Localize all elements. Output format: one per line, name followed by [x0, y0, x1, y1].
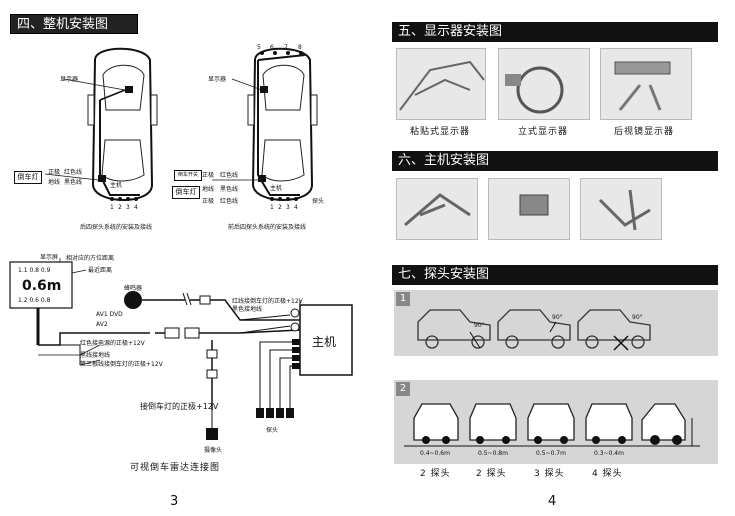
angle-label: 90°	[552, 314, 563, 321]
caption-stand: 立式显示器	[518, 127, 569, 137]
section-title-7: 七、探头安装图	[392, 265, 718, 285]
black-wire-label: 黑色线	[64, 179, 83, 186]
host-label: 主机	[110, 182, 123, 189]
host-box-label: 主机	[312, 335, 337, 349]
probe-label: 探头	[266, 427, 279, 434]
caption-mirror: 后视镜显示器	[614, 127, 675, 137]
distance-label: 0.5~0.7m	[536, 450, 566, 457]
pos-label: 正极	[202, 198, 215, 205]
distance-label: 0.5~0.8m	[478, 450, 508, 457]
display-label: 显示器	[208, 76, 227, 83]
angle-label: 90°	[632, 314, 643, 321]
top-number: 8	[298, 44, 302, 51]
probe-label: 探头	[312, 198, 325, 205]
top-number: 7	[284, 44, 288, 51]
red-to-reverse-label: 红线接倒车灯的正极+12V	[232, 298, 303, 305]
red-wire-label: 红色线	[220, 172, 239, 179]
distance-label: 0.4~0.6m	[420, 450, 450, 457]
reverse-pos-label: 接倒车灯的正极+12V	[140, 402, 219, 411]
pos-label: 正极	[202, 172, 215, 179]
host-label: 主机	[270, 185, 283, 192]
camera-label: 摄像头	[204, 447, 223, 454]
distance-reading: 0.6m	[22, 278, 62, 294]
ground-label: 地线	[48, 179, 61, 186]
red-power-label: 红色接电源的正极+12V	[80, 340, 145, 347]
section-title-5: 五、显示器安装图	[392, 22, 718, 42]
top-number: 5	[257, 44, 261, 51]
diagram2-caption: 前后四探头系统的安装及接线	[228, 224, 307, 231]
red-wire-label: 红色线	[64, 169, 83, 176]
distance-label: 0.3~0.4m	[594, 450, 624, 457]
black-wire-label: 黑色线	[220, 186, 239, 193]
bottom-digits: 1.2 0.6 0.8	[18, 297, 51, 304]
red-wire-label: 红色线	[220, 198, 239, 205]
angle-label: 90°	[474, 322, 485, 329]
probe-count-label: 2 探头	[420, 469, 451, 479]
nearest-distance-label: 最近距离	[88, 267, 113, 274]
mirror-display-photo	[600, 48, 692, 120]
probe-count-label: 2 探头	[476, 469, 507, 479]
tail-switch-box: 倒车开关	[174, 170, 202, 181]
third-wire-label: 第三根线接倒车灯的正极+12V	[80, 361, 163, 368]
black-ground-label: 黑色接地线	[232, 306, 263, 313]
caption-sticky: 粘贴式显示器	[410, 127, 471, 137]
relative-distance-label: 相对应的方位距离	[66, 255, 115, 262]
av1-label: AV1 DVD	[96, 311, 123, 318]
sticky-display-photo	[396, 48, 486, 120]
ground-label: 地线	[202, 186, 215, 193]
diagram1-caption: 后四探头系统的安装及接线	[80, 224, 153, 231]
display-screen-label: 显示屏	[40, 254, 59, 261]
buzzer-label: 蜂鸣器	[124, 285, 143, 292]
page-number-right: 4	[548, 494, 557, 509]
wiring-caption: 可视倒车雷达连接图	[130, 463, 221, 473]
section-title-6: 六、主机安装图	[392, 151, 718, 171]
top-number: 6	[270, 44, 274, 51]
probe-number: 1	[110, 204, 114, 211]
probe-number: 2	[118, 204, 122, 211]
probe-number: 1	[270, 204, 274, 211]
probe-number: 4	[294, 204, 298, 211]
av2-label: AV2	[96, 321, 108, 328]
probe-number: 3	[286, 204, 290, 211]
probe-count-label: 3 探头	[534, 469, 565, 479]
display-label: 显示器	[60, 76, 79, 83]
section-title-4: 四、整机安装图	[10, 14, 138, 34]
probe-number: 2	[278, 204, 282, 211]
probe-count-label: 4 探头	[592, 469, 623, 479]
band1-number: 1	[396, 292, 410, 306]
top-digits: 1.1 0.8 0.9	[18, 267, 51, 274]
page-number-left: 3	[170, 494, 179, 509]
band2-number: 2	[396, 382, 410, 396]
reverse-light-box: 倒车灯	[14, 171, 42, 184]
probe-number: 4	[134, 204, 138, 211]
host-install-photo-3	[580, 178, 662, 240]
pos-label: 正极	[48, 169, 61, 176]
black-ground-wire-label: 黑线接地线	[80, 352, 111, 359]
reverse-light-box-2: 倒车灯	[172, 186, 200, 199]
probe-number: 3	[126, 204, 130, 211]
